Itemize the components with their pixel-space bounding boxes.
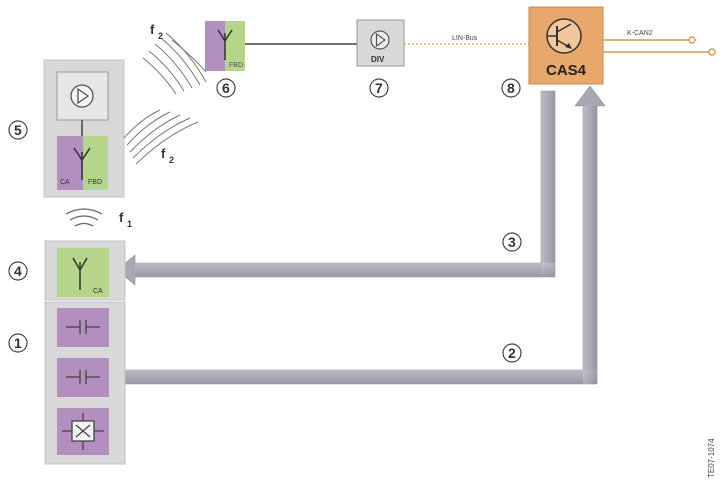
callout-6: 6	[216, 78, 236, 98]
svg-text:1: 1	[127, 219, 132, 229]
radio-waves-lower	[123, 109, 199, 165]
svg-text:5: 5	[14, 122, 22, 138]
radio-waves-upper	[142, 32, 207, 95]
capacitor-sensor-2	[57, 358, 109, 397]
svg-text:8: 8	[507, 80, 515, 96]
svg-text:2: 2	[158, 31, 163, 41]
signal-arrow-2	[124, 85, 606, 385]
freq-label-upper: f 2	[150, 22, 163, 41]
callout-3: 3	[502, 232, 522, 252]
ca-antenna-label: CA	[93, 288, 103, 295]
transistor-icon	[546, 18, 582, 54]
signal-arrow-3	[116, 90, 556, 286]
svg-text:3: 3	[508, 234, 516, 250]
radio-waves-f1	[65, 208, 103, 227]
lin-bus-label: LIN-Bus	[452, 35, 478, 42]
callout-4: 4	[8, 261, 28, 281]
antenna-icon	[217, 29, 233, 60]
callout-1: 1	[8, 333, 28, 353]
cas4-module: CAS4	[528, 6, 604, 85]
svg-text:1: 1	[14, 335, 22, 351]
ca-antenna-module: CA	[44, 240, 126, 301]
remote-control-module: CA FBD	[43, 59, 125, 198]
cas4-label: CAS4	[546, 62, 587, 79]
capacitor-icon	[66, 320, 100, 334]
svg-text:f: f	[119, 210, 124, 225]
svg-text:2: 2	[169, 155, 174, 165]
antenna-icon	[72, 257, 88, 272]
capacitor-sensor-1	[57, 308, 109, 347]
callout-7: 7	[369, 78, 389, 98]
fbd-label: FBD	[88, 179, 102, 186]
svg-text:2: 2	[508, 345, 516, 361]
fbd-receiver-label: FBD	[229, 62, 243, 69]
sensor-stack-module	[44, 301, 126, 465]
callout-8: 8	[501, 78, 521, 98]
div-module: DIV	[356, 19, 405, 67]
callout-2: 2	[502, 343, 522, 363]
k-can2-lines: K-CAN2	[603, 30, 716, 56]
switch-icon	[62, 413, 104, 450]
capacitor-icon	[66, 370, 100, 384]
svg-text:4: 4	[14, 263, 22, 279]
div-label: DIV	[371, 55, 385, 64]
svg-text:f: f	[150, 22, 155, 37]
amplifier-icon	[70, 84, 94, 108]
freq-label-lower: f 2	[161, 146, 174, 165]
image-code: TE07-1074	[707, 438, 716, 478]
freq-label-f1: f 1	[119, 210, 132, 229]
svg-text:6: 6	[222, 80, 230, 96]
svg-text:f: f	[161, 146, 166, 161]
k-can2-label: K-CAN2	[627, 30, 653, 37]
ca-label: CA	[60, 179, 70, 186]
antenna-icon	[73, 147, 91, 180]
callout-5: 5	[8, 120, 28, 140]
svg-text:7: 7	[375, 80, 383, 96]
fbd-receiver-module: FBD	[205, 21, 245, 71]
